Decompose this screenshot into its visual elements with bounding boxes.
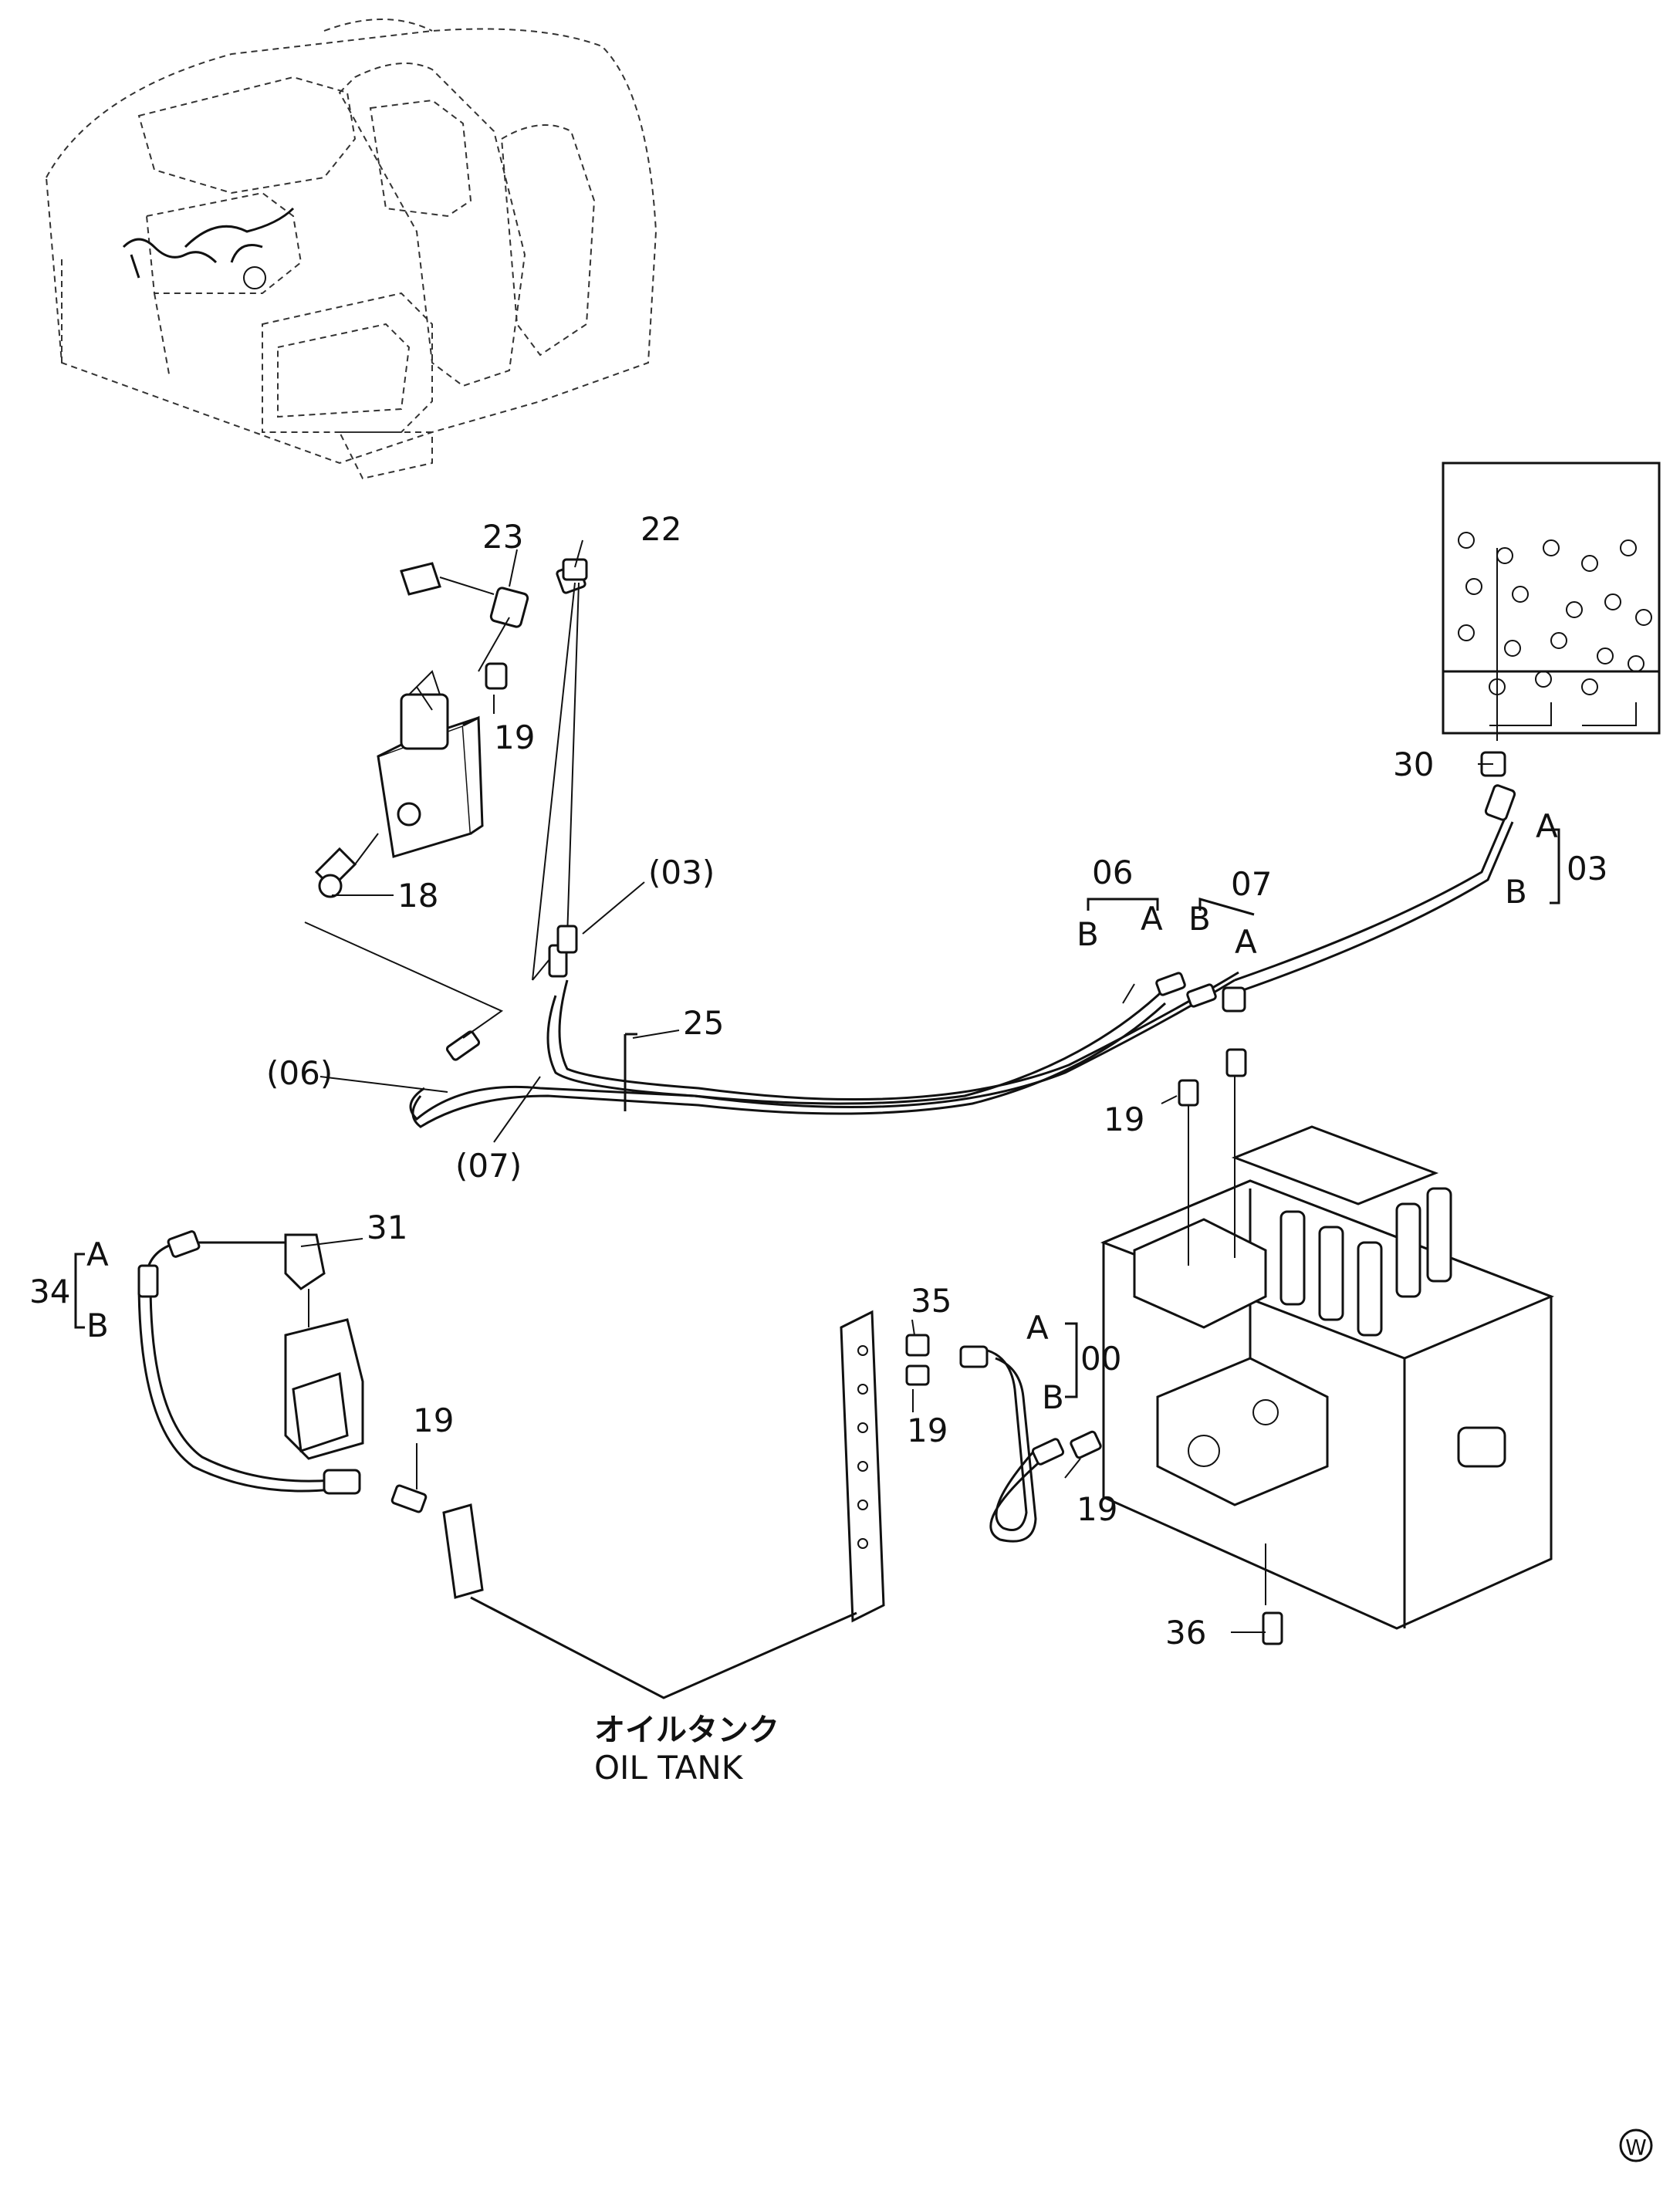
- callout-03-paren: (03): [648, 854, 715, 891]
- callout-25: 25: [683, 1004, 724, 1042]
- callout-34-B: B: [86, 1307, 109, 1344]
- callout-19-valve: 19: [1077, 1490, 1117, 1528]
- callout-36: 36: [1165, 1614, 1206, 1652]
- corner-mark: W: [1619, 2128, 1653, 2162]
- callout-34: 34: [29, 1273, 70, 1310]
- callout-00-A: A: [1026, 1309, 1049, 1347]
- callout-34-A: A: [86, 1236, 109, 1273]
- oil-tank-label: オイルタンク OIL TANK: [594, 1713, 779, 1787]
- leader-lines: [300, 539, 1493, 1633]
- callout-06-group: 06: [1092, 854, 1133, 891]
- bracket-06: [1087, 898, 1159, 911]
- callout-22: 22: [641, 510, 681, 548]
- callout-06-paren: (06): [266, 1054, 333, 1092]
- callout-19-tank: 19: [907, 1412, 948, 1449]
- callout-03-B: B: [1505, 873, 1527, 911]
- callout-23: 23: [482, 518, 523, 556]
- callout-00-B: B: [1042, 1378, 1064, 1416]
- callout-35: 35: [911, 1282, 952, 1320]
- callout-19-left: 19: [413, 1401, 454, 1439]
- callout-07-B: B: [1188, 900, 1211, 938]
- corner-mark-text: W: [1625, 2135, 1647, 2160]
- bracket-34: [74, 1253, 85, 1329]
- bracket-00: [1065, 1322, 1078, 1398]
- callout-06-A: A: [1141, 900, 1163, 938]
- callout-31: 31: [367, 1209, 407, 1246]
- fitting-22: [532, 558, 588, 981]
- callout-00-group: 00: [1080, 1340, 1121, 1378]
- bracket-07: [1198, 898, 1255, 916]
- callout-07-paren: (07): [455, 1147, 522, 1185]
- excavator-overview: [45, 19, 657, 480]
- callout-06-B: B: [1077, 915, 1099, 953]
- bracket-03: [1550, 828, 1560, 904]
- oil-tank-plate: [470, 1310, 1102, 1699]
- callout-19-mid: 19: [1104, 1101, 1144, 1138]
- oil-tank-label-en: OIL TANK: [594, 1749, 744, 1787]
- pilot-valve-assembly: [314, 562, 586, 898]
- callout-30: 30: [1393, 746, 1434, 783]
- hose-bundle: [304, 784, 1516, 1128]
- callout-07-group: 07: [1231, 865, 1272, 903]
- callout-19-top: 19: [494, 718, 535, 756]
- callouts: 23 22 19 18 (03) 25 (06) (07) 06 07 B A …: [29, 510, 1607, 1652]
- pilot-block-top-right: [1442, 462, 1661, 777]
- callout-03-A: A: [1536, 807, 1558, 845]
- callout-18: 18: [397, 877, 438, 915]
- control-valve: [1100, 1048, 1555, 1645]
- callout-03-group: 03: [1567, 850, 1607, 888]
- oil-tank-label-jp: オイルタンク: [594, 1713, 779, 1748]
- callout-07-A: A: [1235, 923, 1257, 961]
- left-hose-assembly: [137, 1230, 484, 1599]
